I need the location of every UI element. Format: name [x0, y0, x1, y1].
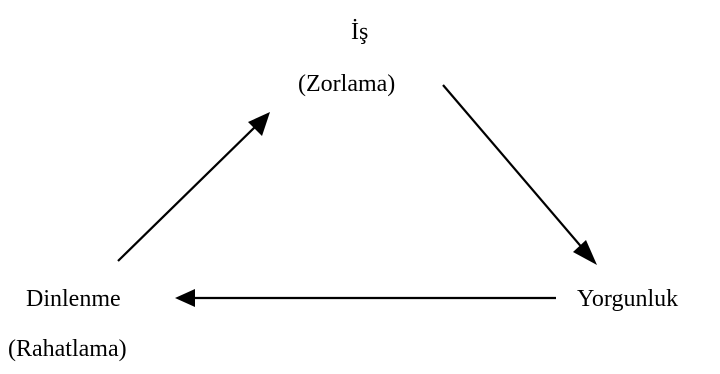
arrowhead-top-to-right: [573, 240, 597, 265]
arrowhead-left-to-top: [248, 112, 270, 136]
node-right-title: Yorgunluk: [577, 286, 679, 312]
arrow-top-to-right: [442, 84, 591, 258]
node-left-title: Dinlenme: [26, 286, 121, 312]
node-top-title: İş: [351, 19, 369, 45]
node-left-subtitle: (Rahatlama): [8, 336, 127, 362]
arrow-left-to-top: [117, 123, 259, 262]
node-top-subtitle: (Zorlama): [298, 71, 396, 97]
arrowhead-right-to-left: [175, 289, 195, 307]
